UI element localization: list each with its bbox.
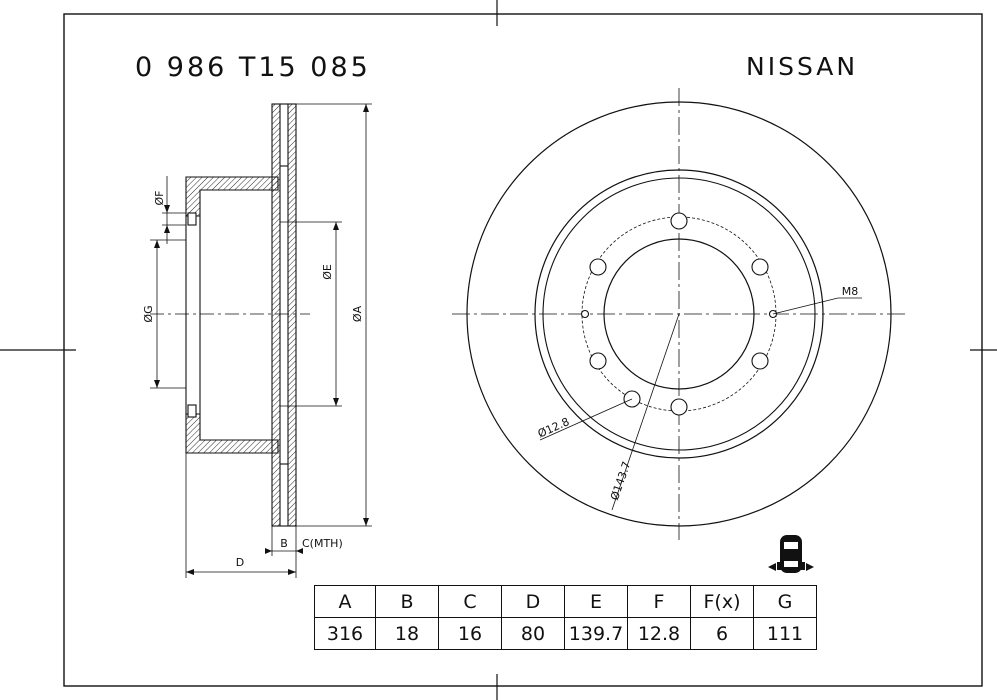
thread-hole-left [580, 309, 590, 319]
dim-label-e: ØE [321, 264, 334, 280]
label-pcd: Ø143.7 [608, 460, 633, 502]
bolt-hole-2 [751, 258, 769, 276]
dimension-value-row: 316 18 16 80 139.7 12.8 6 111 [314, 617, 817, 650]
dim-value-fx: 6 [690, 617, 754, 650]
dim-value-f: 12.8 [627, 617, 691, 650]
wheel-bolt-holes [580, 212, 778, 416]
dimension-header-row: A B C D E F F(x) G [314, 585, 817, 618]
dim-label-f: ØF [153, 191, 166, 206]
dim-label-d: D [236, 556, 244, 569]
dim-value-b: 18 [375, 617, 439, 650]
dim-header-g: G [753, 585, 817, 618]
side-section-view [150, 103, 310, 527]
bolt-hole-6 [589, 352, 607, 370]
dim-value-c: 16 [438, 617, 502, 650]
dim-value-e: 139.7 [564, 617, 628, 650]
dim-header-e: E [564, 585, 628, 618]
dim-value-g: 111 [753, 617, 817, 650]
dim-header-f: F [627, 585, 691, 618]
dim-label-b: B [280, 537, 288, 550]
bolt-hole-1 [670, 212, 688, 230]
bolt-hole-3 [751, 352, 769, 370]
side-dimension-lines [150, 103, 372, 578]
label-hole-diameter: Ø12.8 [536, 415, 572, 440]
dim-value-a: 316 [314, 617, 376, 650]
label-bolt-thread: M8 [842, 285, 859, 298]
part-number: 0 986 T15 085 [135, 52, 371, 83]
dim-header-fx: F(x) [690, 585, 754, 618]
side-dimension-arrows [154, 104, 369, 575]
bolt-hole-4 [670, 398, 688, 416]
dim-header-c: C [438, 585, 502, 618]
dim-header-b: B [375, 585, 439, 618]
dim-label-a: ØA [351, 305, 364, 322]
front-leaders [539, 297, 862, 511]
side-dimension-labels: ØF ØG ØE ØA B C(MTH) D [142, 191, 364, 570]
dim-label-g: ØG [142, 305, 155, 322]
dimension-table: A B C D E F F(x) G 316 18 16 80 139.7 12… [314, 585, 817, 650]
bolt-hole-7 [589, 258, 607, 276]
dim-value-d: 80 [501, 617, 565, 650]
dim-label-c: C(MTH) [302, 537, 343, 550]
dim-header-a: A [314, 585, 376, 618]
dim-header-d: D [501, 585, 565, 618]
car-rear-axle-icon [768, 535, 814, 573]
vehicle-brand: NISSAN [746, 52, 859, 81]
